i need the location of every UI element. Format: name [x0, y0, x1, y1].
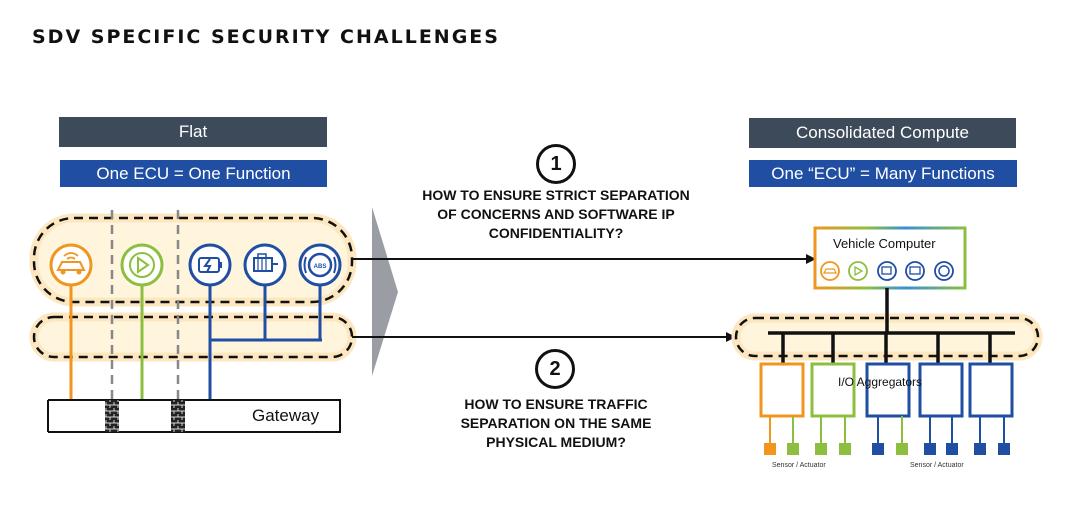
arrow-network-to-io-bus [352, 332, 736, 342]
blue-wires [208, 286, 322, 402]
gateway-label: Gateway [252, 406, 320, 425]
abs-icon-label: ABS [314, 264, 327, 270]
arrow-functions-to-vehicle-computer [352, 254, 816, 264]
car-wifi-icon [820, 261, 840, 281]
abs-icon: ABS [298, 243, 342, 287]
one-ecu-many-functions-banner: One “ECU” = Many Functions [749, 160, 1017, 187]
battery-charge-icon [905, 261, 925, 281]
sensor-actuator-squares [764, 443, 1010, 455]
vehicle-computer-label: Vehicle Computer [833, 236, 936, 251]
sensor-actuator-label-left: Sensor / Actuator [772, 462, 826, 469]
io-aggregator-box [759, 362, 805, 418]
battery-charge-icon [188, 243, 232, 287]
io-aggregator-box [810, 362, 856, 418]
play-icon [120, 243, 164, 287]
flat-header: Flat [59, 117, 327, 147]
transition-arrow [372, 207, 398, 376]
question-2-text: HOW TO ENSURE TRAFFIC SEPARATION ON THE … [460, 396, 652, 450]
consolidated-compute-header: Consolidated Compute [749, 118, 1016, 148]
gateway-bar [47, 399, 341, 433]
vehicle-computer-icons [820, 261, 954, 281]
motor-icon [877, 261, 897, 281]
motor-icon [243, 243, 287, 287]
io-aggregator-box [918, 362, 964, 418]
page-title: SDV SPECIFIC SECURITY CHALLENGES [32, 26, 500, 48]
io-aggregators-label: I/O Aggregators [838, 375, 923, 389]
play-icon [848, 261, 868, 281]
io-bus [768, 288, 1015, 364]
one-ecu-one-function-banner: One ECU = One Function [60, 160, 327, 187]
io-aggregator-box [968, 362, 1014, 418]
io-aggregator-box [865, 362, 911, 418]
left-network-bus-outline [29, 312, 357, 362]
question-2-number: 2 [535, 349, 575, 389]
firewall-icon [105, 400, 119, 432]
abs-icon [934, 261, 954, 281]
firewall-icon [171, 400, 185, 432]
question-1-number: 1 [536, 144, 576, 184]
question-1-text: HOW TO ENSURE STRICT SEPARATION OF CONCE… [422, 187, 690, 241]
sensor-actuator-label-right: Sensor / Actuator [910, 462, 964, 469]
sensor-wires [769, 416, 1005, 446]
car-wifi-icon [49, 243, 93, 287]
